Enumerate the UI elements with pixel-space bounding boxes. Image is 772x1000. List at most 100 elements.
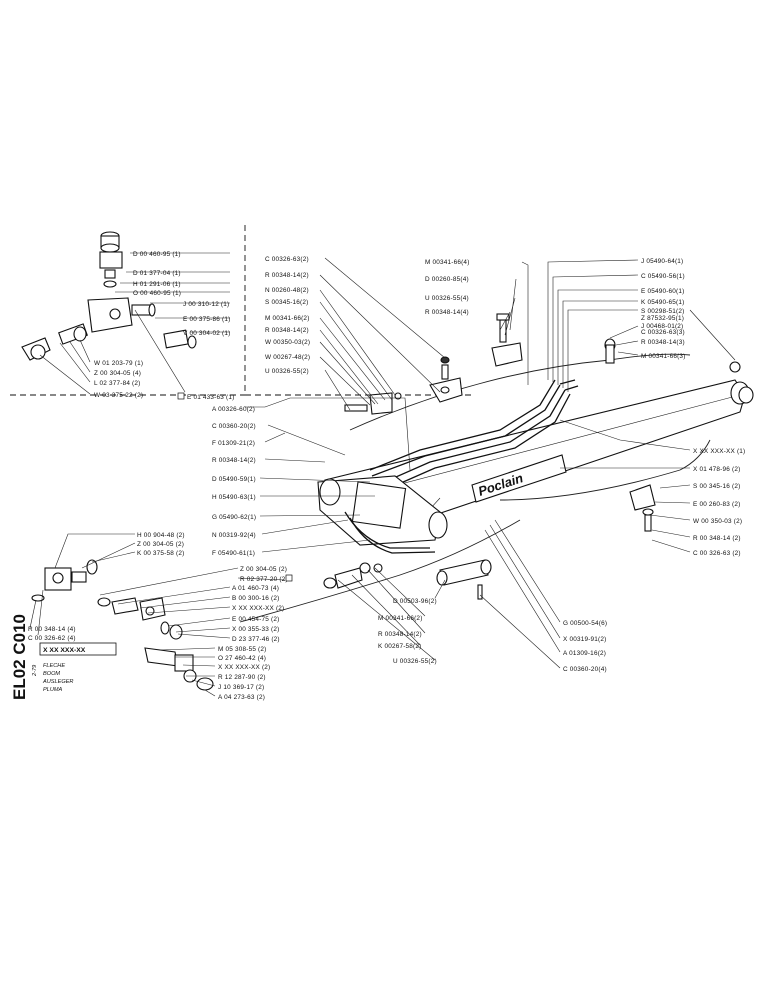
part-label: V 00 304-02 (1) bbox=[183, 330, 230, 337]
part-label: R 02 377-20 (2) bbox=[240, 576, 288, 583]
part-label: X 01 478-96 (2) bbox=[693, 466, 740, 473]
labels-left-middle: A 00326-60(2) C 00360-20(2) F 01309-21(2… bbox=[212, 406, 256, 557]
labels-top-right: J 05490-64(1) C 05490-56(1) E 05490-60(1… bbox=[641, 258, 686, 360]
part-label: Z 87532-95(1) bbox=[641, 315, 684, 322]
view-arc-upper bbox=[349, 353, 691, 431]
part-label: X 00319-91(2) bbox=[563, 636, 606, 643]
part-label: G 05490-62(1) bbox=[212, 514, 256, 521]
part-label: K 00 375-58 (2) bbox=[137, 550, 184, 557]
part-label: W 01 203-79 (1) bbox=[94, 360, 143, 367]
part-label: A 04 273-63 (2) bbox=[218, 694, 265, 701]
part-label: K 00267-58(2) bbox=[378, 643, 421, 650]
part-label: F 01309-21(2) bbox=[212, 440, 255, 447]
leader-lines bbox=[29, 252, 736, 697]
part-label: K 05490-65(1) bbox=[641, 299, 684, 306]
part-label: S 00 345-16 (2) bbox=[693, 483, 740, 490]
part-label: R 00348-14(2) bbox=[265, 272, 309, 279]
part-label: Z 00 304-05 (2) bbox=[137, 541, 184, 548]
part-label: C 00 326-62 (4) bbox=[28, 635, 76, 642]
part-label: C 00360-20(2) bbox=[212, 423, 256, 430]
part-label: R 00348-14(2) bbox=[212, 457, 256, 464]
title-ref: 2-79 bbox=[32, 665, 38, 677]
part-label: U 00326-55(4) bbox=[425, 295, 469, 302]
inset-boundary bbox=[10, 225, 475, 396]
hose-clamp-left bbox=[344, 392, 402, 415]
labels-inset-valve: D 00 460-95 (1) D 01 377-04 (1) H 01 291… bbox=[94, 251, 234, 401]
part-label: E 00 454-75 (2) bbox=[232, 616, 279, 623]
page-code: EL02 C010 bbox=[10, 614, 29, 700]
part-label: R 00348-14(2) bbox=[265, 327, 309, 334]
labels-lower-center: Z 00 304-05 (2) R 02 377-20 (2) A 01 460… bbox=[218, 566, 293, 701]
view-arc-right bbox=[499, 439, 711, 501]
part-label: J 00 310-12 (1) bbox=[183, 301, 229, 308]
part-label: R 00348-14(2) bbox=[378, 631, 422, 638]
part-label: M 00341-66(2) bbox=[378, 615, 423, 622]
hose-clamp-upper bbox=[429, 356, 463, 403]
part-label: H 00 904-48 (2) bbox=[137, 532, 185, 539]
part-label: E 05490-60(1) bbox=[641, 288, 684, 295]
part-label: D 00260-85(4) bbox=[425, 276, 469, 283]
part-label: D 23 377-46 (2) bbox=[232, 636, 280, 643]
part-label: R 12 287-90 (2) bbox=[218, 674, 266, 681]
labels-top-center: C 00326-63(2) R 00348-14(2) N 00260-48(2… bbox=[265, 256, 310, 375]
part-label: M 05 308-55 (2) bbox=[218, 646, 266, 653]
title-code: X XX XXX-XX bbox=[43, 647, 86, 654]
part-label: E 00 260-83 (2) bbox=[693, 501, 740, 508]
brand-plate bbox=[471, 454, 567, 503]
part-label: H 01 291-06 (1) bbox=[133, 281, 181, 288]
valve-inset-parts bbox=[21, 231, 197, 361]
part-label: C 00 326-63 (2) bbox=[693, 550, 741, 557]
labels-bottom-mid: D 00503-96(2) M 00341-66(2) R 00348-14(2… bbox=[378, 598, 437, 665]
part-label: W 00267-48(2) bbox=[265, 354, 310, 361]
title-name-de: AUSLEGER bbox=[42, 679, 73, 685]
part-label: R 00348-14(3) bbox=[641, 339, 685, 346]
part-label: R 00348-14(4) bbox=[425, 309, 469, 316]
part-label: C 00326-63(2) bbox=[265, 256, 309, 263]
part-label: D 01 377-04 (1) bbox=[133, 270, 181, 277]
boom-assembly: Poclain bbox=[317, 379, 754, 554]
part-label: W 00 350-03 (2) bbox=[693, 518, 742, 525]
hose-line-2 bbox=[371, 384, 561, 477]
part-label: S 00298-51(2) bbox=[641, 308, 684, 315]
labels-top-mid: M 00341-66(4) D 00260-85(4) U 00326-55(4… bbox=[425, 259, 470, 316]
part-label: D 00503-96(2) bbox=[393, 598, 437, 605]
part-label: R 00 348-14 (4) bbox=[28, 626, 76, 633]
part-label: J 10 369-17 (2) bbox=[218, 684, 264, 691]
hose-clamp-top-mid bbox=[491, 313, 523, 367]
part-label: U 00326-55(2) bbox=[265, 368, 309, 375]
part-label: U 00326-55(2) bbox=[393, 658, 437, 665]
title-name-en: BOOM bbox=[43, 671, 60, 677]
hose-ends-right bbox=[604, 338, 741, 373]
part-label: A 01309-16(2) bbox=[563, 650, 606, 657]
part-label: X 00 355-33 (2) bbox=[232, 626, 279, 633]
part-label: B 00 300-16 (2) bbox=[232, 595, 279, 602]
title-name-fr: FLECHE bbox=[43, 663, 65, 669]
part-label: C 05490-56(1) bbox=[641, 273, 685, 280]
part-label: W 00350-03(2) bbox=[265, 339, 310, 346]
part-label: X XX XXX-XX (2) bbox=[232, 605, 284, 612]
part-label: J 05490-64(1) bbox=[641, 258, 683, 265]
hose-line-3 bbox=[379, 389, 566, 485]
part-label: E 01 433-63 (1) bbox=[187, 394, 234, 401]
labels-bottom-right: G 00500-54(6) X 00319-91(2) A 01309-16(2… bbox=[563, 620, 607, 673]
part-label: E 00 375-86 (1) bbox=[183, 316, 230, 323]
lower-pins bbox=[323, 559, 492, 600]
part-label: L 02 377-84 (2) bbox=[94, 380, 140, 387]
part-label: N 00260-48(2) bbox=[265, 287, 309, 294]
part-label: W 03 375-22 (2) bbox=[94, 392, 143, 399]
part-label: M 00341-66(2) bbox=[265, 315, 310, 322]
part-label: M 00341-66(3) bbox=[641, 353, 686, 360]
part-label: Z 00 304-05 (2) bbox=[240, 566, 287, 573]
hose-line-4 bbox=[384, 393, 571, 491]
part-label: M 00341-66(4) bbox=[425, 259, 470, 266]
view-arc-lower bbox=[239, 519, 521, 623]
labels-right-middle: X XX XXX-XX (1) X 01 478-96 (2) S 00 345… bbox=[693, 448, 745, 557]
hose-clamp-right bbox=[629, 484, 656, 532]
part-label: J 00468-01(2) bbox=[641, 323, 683, 330]
part-label: R 00 348-14 (2) bbox=[693, 535, 741, 542]
part-label: H 05490-63(1) bbox=[212, 494, 256, 501]
part-label: A 01 460-73 (4) bbox=[232, 585, 279, 592]
part-label: G 00500-54(6) bbox=[563, 620, 607, 627]
hose-line-1 bbox=[369, 379, 556, 471]
